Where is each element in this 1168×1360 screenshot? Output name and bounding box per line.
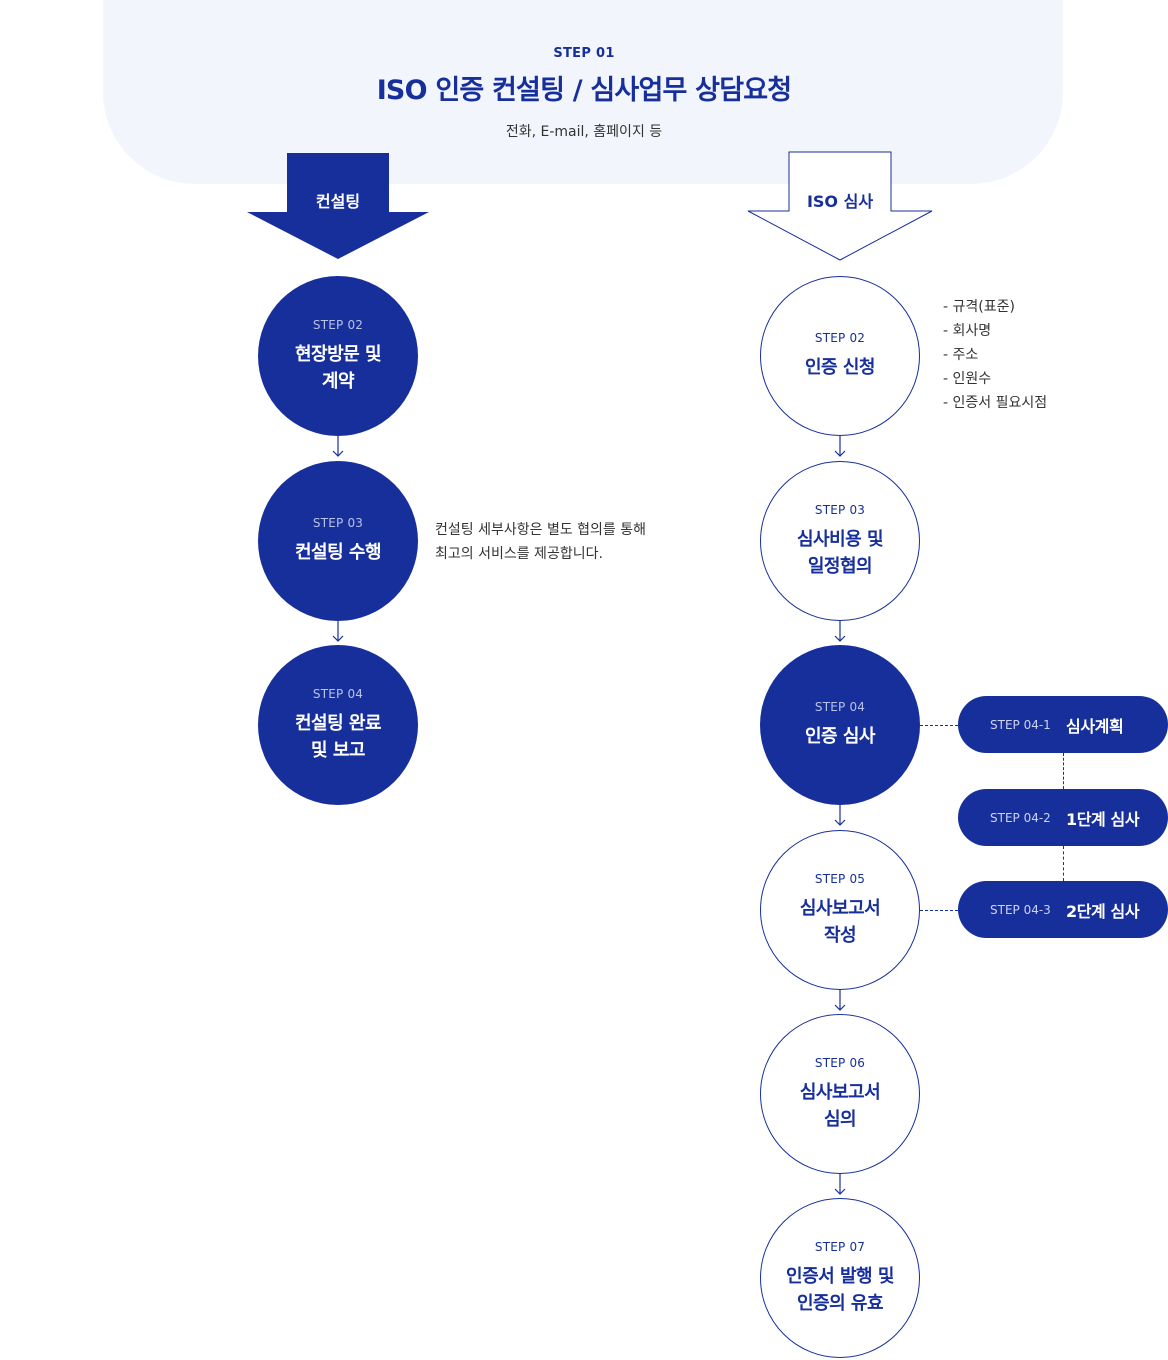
- down-arrow-icon: [834, 1174, 846, 1195]
- step-title: 컨설팅 완료 및 보고: [294, 712, 382, 761]
- step01-label: STEP 01: [553, 46, 615, 61]
- branch-arrows: [247, 151, 933, 261]
- step-title: 컨설팅 수행: [294, 542, 382, 563]
- consulting-step04-circle: STEP 04 컨설팅 완료 및 보고: [258, 645, 418, 805]
- requirement-item: - 회사명: [943, 323, 992, 339]
- step01-banner: [103, 0, 1063, 184]
- audit-step07-circle: STEP 07 인증서 발행 및 인증의 유효: [760, 1198, 920, 1358]
- step01-title: ISO 인증 컨설팅 / 심사업무 상담요청: [376, 75, 792, 106]
- step-title: 심사보고서 심의: [799, 1081, 881, 1130]
- connector-substep2-substep3: [1063, 846, 1064, 881]
- audit-arrow-label: ISO 심사: [806, 192, 874, 211]
- step-label: STEP 04: [814, 700, 866, 714]
- substep-label: STEP 04-2: [990, 810, 1051, 825]
- audit-substep-04-1: STEP 04-1 심사계획: [958, 696, 1168, 753]
- requirement-item: - 규격(표준): [943, 299, 1015, 315]
- down-arrow-icon: [834, 621, 846, 642]
- step-title: 심사비용 및 일정협의: [796, 528, 884, 577]
- consulting-arrow: [247, 153, 429, 259]
- substep-title: 심사계획: [1066, 716, 1124, 736]
- step-title: 인증 신청: [804, 357, 876, 378]
- step-label: STEP 06: [814, 1055, 866, 1070]
- step-title: 현장방문 및 계약: [294, 343, 382, 392]
- step-title: 인증서 발행 및 인증의 유효: [786, 1265, 894, 1314]
- requirement-item: - 주소: [943, 347, 979, 363]
- audit-step05-circle: STEP 05 심사보고서 작성: [760, 830, 920, 990]
- step-title: 인증 심사: [804, 726, 876, 747]
- audit-requirements-list: - 규격(표준) - 회사명 - 주소 - 인원수 - 인증서 필요시점: [943, 295, 1047, 415]
- audit-substep-04-3: STEP 04-3 2단계 심사: [958, 881, 1168, 938]
- down-arrow-icon: [332, 436, 344, 457]
- audit-step03-circle: STEP 03 심사비용 및 일정협의: [760, 461, 920, 621]
- audit-step04-circle: STEP 04 인증 심사: [760, 645, 920, 805]
- consulting-arrow-label: 컨설팅: [315, 192, 361, 211]
- step-label: STEP 03: [814, 502, 866, 517]
- step-label: STEP 05: [814, 871, 866, 886]
- audit-step02-circle: STEP 02 인증 신청: [760, 276, 920, 436]
- step-label: STEP 04: [312, 686, 364, 701]
- step-title: 심사보고서 작성: [799, 897, 881, 946]
- down-arrow-icon: [834, 436, 846, 457]
- down-arrow-icon: [332, 621, 344, 642]
- consulting-step02-circle: STEP 02 현장방문 및 계약: [258, 276, 418, 436]
- connector-step05-substep3: [920, 910, 958, 911]
- step-label: STEP 02: [312, 317, 364, 332]
- consulting-step03-circle: STEP 03 컨설팅 수행: [258, 461, 418, 621]
- audit-substep-04-2: STEP 04-2 1단계 심사: [958, 789, 1168, 846]
- step-label: STEP 02: [814, 331, 866, 345]
- consulting-note: 컨설팅 세부사항은 별도 협의를 통해 최고의 서비스를 제공합니다.: [435, 522, 646, 562]
- substep-label: STEP 04-3: [990, 902, 1051, 917]
- step01-subtitle: 전화, E-mail, 홈페이지 등: [505, 124, 663, 140]
- substep-label: STEP 04-1: [990, 717, 1051, 732]
- substep-title: 1단계 심사: [1066, 809, 1140, 829]
- step-label: STEP 07: [814, 1239, 866, 1254]
- down-arrow-icon: [834, 990, 846, 1011]
- substep-title: 2단계 심사: [1066, 901, 1140, 921]
- requirement-item: - 인증서 필요시점: [943, 395, 1048, 411]
- down-arrow-icon: [834, 805, 846, 826]
- audit-arrow: [747, 151, 933, 261]
- connector-step04-substep1: [920, 725, 958, 726]
- connector-substep1-substep2: [1063, 753, 1064, 789]
- step-label: STEP 03: [312, 516, 364, 530]
- audit-step06-circle: STEP 06 심사보고서 심의: [760, 1014, 920, 1174]
- requirement-item: - 인원수: [943, 371, 992, 387]
